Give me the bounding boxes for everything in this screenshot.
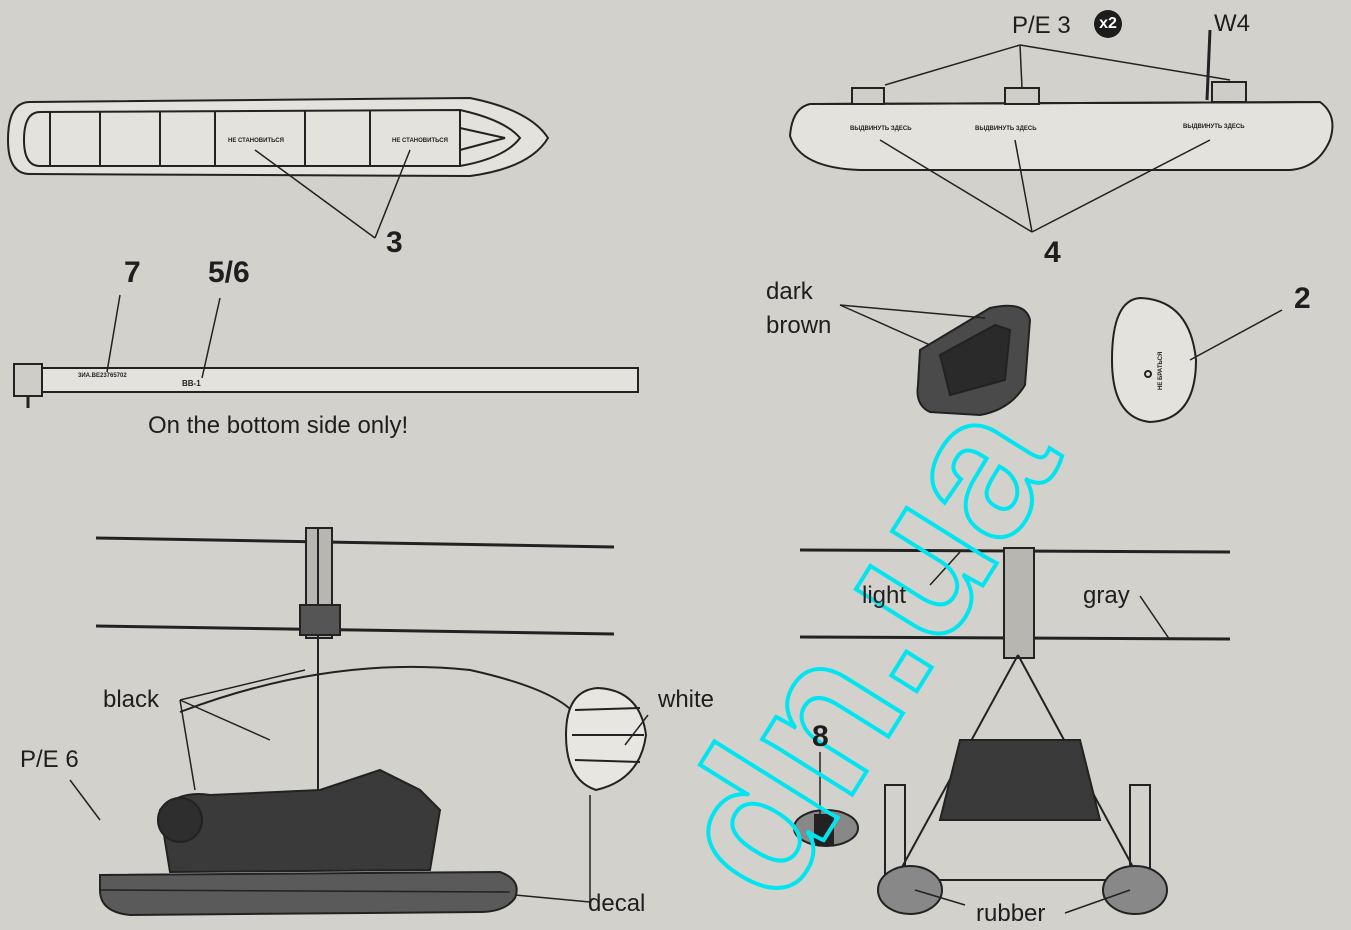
stencil-right-b: ВЫДВИНУТЬ ЗДЕСЬ [975,126,1037,132]
stencil-blade-serial: 3ИА.ВЕ23765702 [78,373,127,379]
label-pe3: P/E 3 [1012,12,1071,39]
oval-part [1110,296,1283,424]
label-white: white [658,686,715,713]
stencil-right-c: ВЫДВИНУТЬ ЗДЕСЬ [1183,124,1245,130]
autogyro-left-side-view [69,527,649,917]
label-brown: brown [766,312,832,339]
label-part-4: 4 [1044,236,1061,269]
stencil-oval: НЕ БРАТЬСЯ [1158,351,1164,390]
label-pe6: P/E 6 [20,746,79,773]
label-part-2: 2 [1294,282,1311,315]
bottom-side-note: On the bottom side only! [148,412,409,439]
label-part-7: 7 [124,256,141,289]
label-light: light [862,582,907,609]
stencil-right-a: ВЫДВИНУТЬ ЗДЕСЬ [850,126,912,132]
stencil-left-b: НЕ СТАНОВИТЬСЯ [392,138,448,144]
label-part-3: 3 [386,226,403,259]
badge-x2: x2 [1094,10,1122,38]
label-rubber: rubber [976,900,1046,927]
label-part-8: 8 [812,720,829,753]
label-decal: decal [588,890,646,917]
autogyro-right-front-view [793,547,1231,915]
stencil-blade-code: ВВ-1 [182,379,201,388]
label-black: black [103,686,160,713]
right-float-side-view [788,29,1334,233]
rotor-blade [13,294,639,408]
label-w4: W4 [1214,10,1250,37]
stencil-left-a: НЕ СТАНОВИТЬСЯ [228,138,284,144]
seat-part [839,304,1032,417]
label-part-5-6: 5/6 [208,256,250,289]
label-dark: dark [766,278,813,305]
label-gray: gray [1083,582,1130,609]
left-float-top-view [6,96,550,239]
